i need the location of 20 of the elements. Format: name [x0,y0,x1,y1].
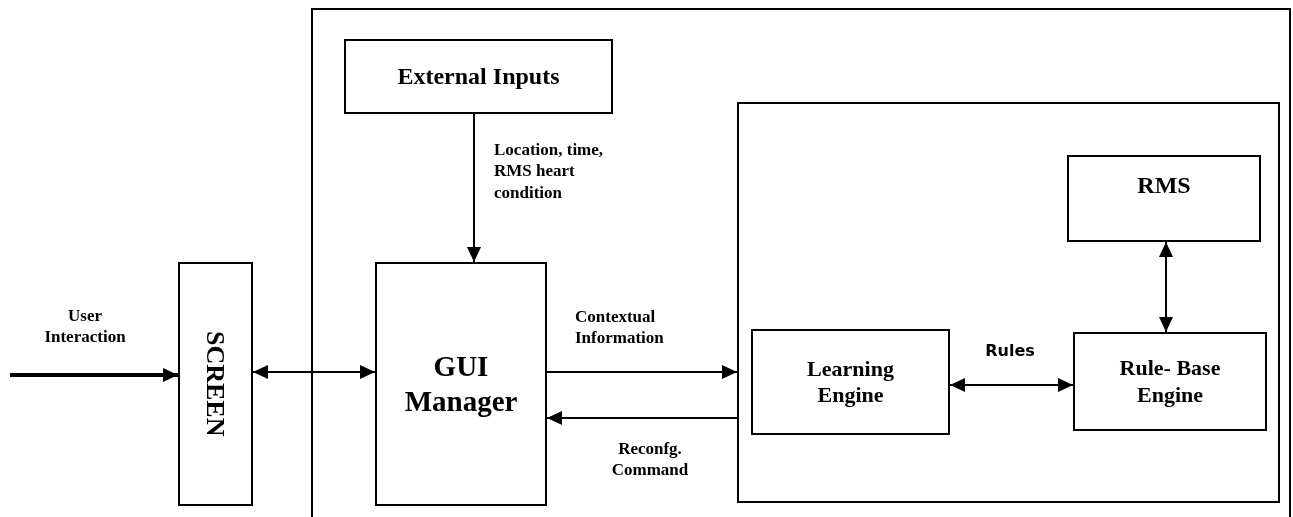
arrow [949,378,1074,392]
box-label: Learning Engine [806,355,895,409]
box-label: RMS [1137,171,1191,200]
arrow [252,365,376,379]
arrow [546,411,738,425]
process-box [751,329,950,435]
arrow [10,368,178,382]
arrow [1159,241,1173,333]
box-label: GUI Manager [403,349,519,419]
process-box [344,39,613,114]
box-label: SCREEN [200,331,232,437]
box-label: Rule- Base Engine [1118,355,1222,408]
arrow [546,365,738,379]
arrow [467,113,481,263]
box-label: External Inputs [397,62,560,91]
frame-box [737,102,1280,503]
process-box [1067,155,1261,242]
process-box [1073,332,1267,431]
process-box [375,262,547,506]
process-box [178,262,253,506]
